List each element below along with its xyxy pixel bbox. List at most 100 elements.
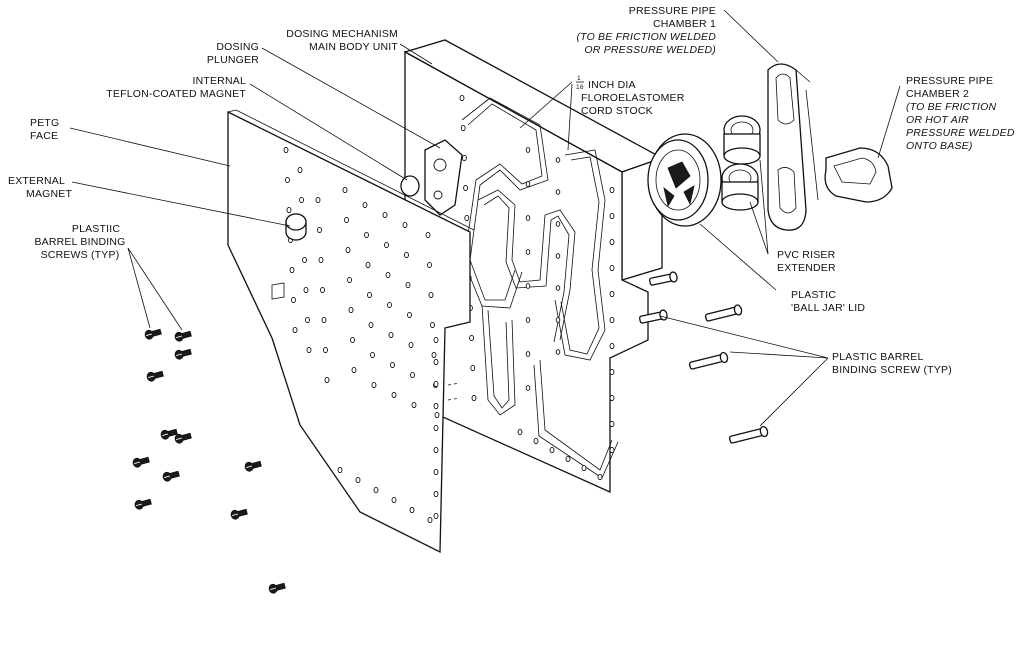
petg-face-hole [299, 196, 304, 204]
petg-face-hole [347, 276, 352, 284]
petg-line-1: PETG [30, 117, 59, 129]
petg-face-hole [367, 291, 372, 299]
pp1-line-2: CHAMBER 1 [653, 18, 716, 30]
petg-face-hole [427, 516, 433, 524]
main-body-hole [517, 428, 523, 436]
main-body-hole [555, 285, 561, 291]
dm-line-1: DOSING MECHANISM [286, 28, 398, 40]
petg-face-hole [351, 366, 357, 374]
main-body-hole [609, 420, 615, 428]
main-body-hole [525, 317, 531, 323]
petg-face-hole [388, 331, 394, 339]
petg-face-hole [370, 351, 375, 359]
pp2-line-4: OR HOT AIR [906, 114, 969, 126]
main-body-hole [609, 212, 615, 220]
small-binding-screw [132, 456, 150, 468]
petg-face-hole [285, 176, 290, 184]
petg-face-hole [292, 326, 298, 334]
cord-line-1: INCH DIA [588, 79, 636, 91]
im-line-2: TEFLON-COATED MAGNET [106, 88, 246, 100]
petg-face-hole [320, 286, 325, 294]
small-binding-screw [174, 348, 192, 360]
external-magnet [285, 213, 307, 241]
petg-face-hole [433, 380, 439, 388]
petg-face-hole [315, 196, 321, 204]
main-body-hole [470, 364, 476, 372]
cord-line-3: CORD STOCK [581, 105, 653, 117]
petg-face-hole [433, 336, 439, 344]
label-barrel-screw-right: PLASTIC BARREL BINDING SCREW (TYP) [832, 351, 952, 376]
petg-face-hole [430, 321, 435, 329]
pressure-pipe-chamber-1 [767, 63, 819, 231]
pp2-line-3: (TO BE FRICTION [906, 101, 997, 113]
petg-face-hole [362, 201, 368, 209]
dp-line-1: DOSING [216, 41, 259, 53]
pp2-line-1: PRESSURE PIPE [906, 75, 993, 87]
internal-magnet [400, 175, 420, 197]
small-binding-screw [146, 370, 164, 382]
main-body-hole [597, 473, 603, 481]
petg-face-hole [321, 316, 327, 324]
main-body-hole [581, 464, 587, 472]
petg-face-hole [431, 351, 437, 359]
small-binding-screw [268, 582, 286, 594]
label-ball-jar-lid: PLASTIC 'BALL JAR' LID [791, 289, 865, 314]
petg-face-hole [364, 231, 369, 239]
label-petg-face: PETG FACE [30, 117, 59, 142]
label-external-magnet: EXTERNAL MAGNET [8, 175, 72, 200]
main-body-unit [403, 39, 664, 494]
pp2-line-6: ONTO BASE) [906, 140, 973, 152]
pp1-line-3: (TO BE FRICTION WELDED [576, 31, 716, 43]
petg-face-hole [407, 311, 412, 319]
dp-line-2: PLUNGER [207, 54, 259, 66]
cord-line-2: FLOROELASTOMER [581, 92, 685, 104]
im-line-1: INTERNAL [192, 75, 246, 87]
dm-line-2: MAIN BODY UNIT [309, 41, 398, 53]
right-binding-screws [638, 271, 769, 444]
petg-face-hole [305, 316, 310, 324]
petg-face-hole [368, 321, 374, 329]
pp1-line-1: PRESSURE PIPE [629, 5, 716, 17]
petg-face-hole [391, 496, 397, 504]
petg-face-hole [350, 336, 355, 344]
leader-lines [69, 9, 901, 427]
main-body-hole [609, 290, 615, 298]
main-body-hole [525, 283, 531, 289]
petg-face-hole [289, 266, 295, 274]
petg-face-hole [291, 296, 296, 304]
bjl-line-1: PLASTIC [791, 289, 836, 301]
main-body-hole [609, 238, 615, 246]
label-cord-stock: 1 16 INCH DIA FLOROELASTOMER CORD STOCK [576, 75, 685, 117]
main-body-hole [609, 264, 615, 272]
pp2-line-5: PRESSURE WELDED [906, 127, 1015, 139]
main-body-hole [469, 334, 475, 342]
petg-face-hole [390, 361, 395, 369]
main-body-hole [461, 154, 467, 162]
petg-face-hole [411, 401, 417, 409]
petg-face-hole [355, 476, 361, 484]
label-barrel-screws-left: PLASTIIC BARREL BINDING SCREWS (TYP) [34, 223, 125, 261]
petg-face-hole [409, 506, 415, 514]
main-body-hole [471, 394, 477, 402]
small-binding-screw [160, 428, 178, 440]
pvc-riser-extender [721, 115, 761, 211]
small-binding-screw [144, 328, 162, 340]
petg-face-hole [283, 146, 289, 154]
main-body-hole [555, 317, 561, 323]
main-body-hole [525, 181, 531, 187]
bjl-line-2: 'BALL JAR' LID [791, 302, 865, 314]
petg-face-hole [371, 381, 377, 389]
petg-face-hole [384, 241, 389, 249]
cord-fraction-num: 1 [577, 75, 581, 82]
petg-face-hole [306, 346, 312, 354]
bsl-line-1: PLASTIIC [72, 223, 120, 235]
main-body-hole [525, 385, 531, 391]
label-pressure-pipe-1: PRESSURE PIPE CHAMBER 1 (TO BE FRICTION … [576, 5, 716, 56]
main-body-hole [609, 342, 615, 350]
petg-face-hole [324, 376, 330, 384]
petg-face-hole [342, 186, 348, 194]
main-body-hole [525, 215, 531, 221]
small-binding-screw [134, 498, 152, 510]
